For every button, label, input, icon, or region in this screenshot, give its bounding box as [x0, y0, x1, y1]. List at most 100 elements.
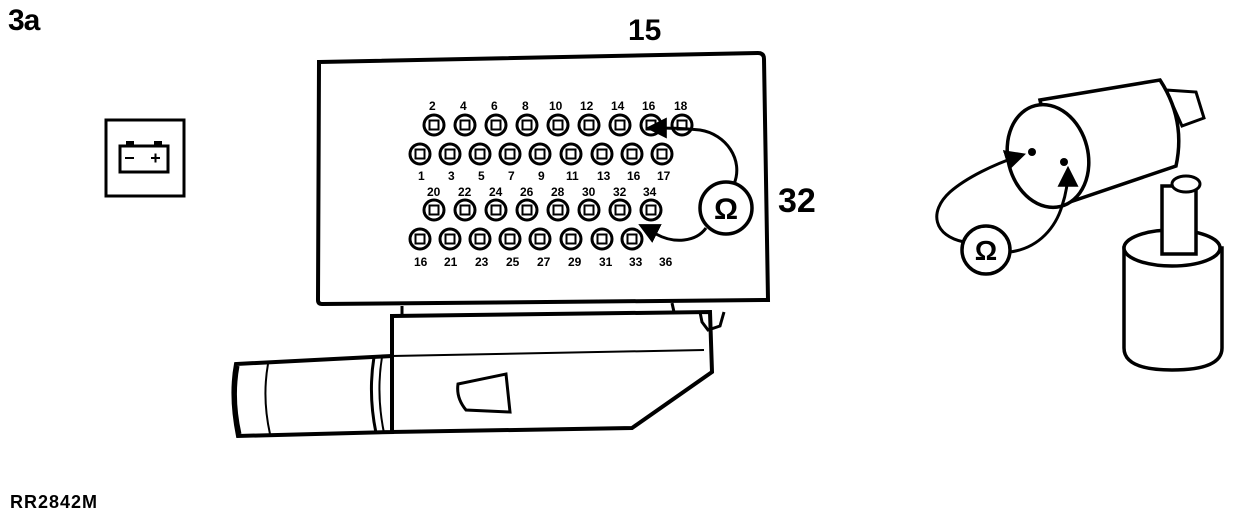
pin-label: 34	[643, 185, 657, 199]
pin-socket	[577, 113, 601, 137]
pin-label: 1	[418, 169, 425, 183]
pin-socket	[590, 227, 614, 251]
connector-pins	[408, 113, 694, 251]
pin-socket	[422, 113, 446, 137]
pin-contact	[414, 233, 426, 245]
pin-socket	[468, 227, 492, 251]
pin-contact	[626, 148, 638, 160]
sensor-lead-right	[1009, 165, 1079, 254]
pin-label: 20	[427, 185, 441, 199]
ohmmeter-icon-2	[960, 224, 1012, 276]
pin-label: 21	[444, 255, 458, 269]
pin-socket	[498, 227, 522, 251]
pin-socket	[590, 142, 614, 166]
pin-contact	[534, 148, 546, 160]
pin-socket	[438, 227, 462, 251]
battery-icon	[104, 118, 186, 198]
pin-label: 16	[627, 169, 641, 183]
pin-socket	[620, 142, 644, 166]
pin-socket	[608, 198, 632, 222]
pin-contact	[459, 119, 471, 131]
pin-contact	[521, 204, 533, 216]
pin-contact	[504, 233, 516, 245]
test-lead-lower	[638, 224, 708, 243]
pin-contact	[474, 233, 486, 245]
pin-contact	[596, 148, 608, 160]
pin-contact	[596, 233, 608, 245]
component-number: 15	[628, 14, 662, 47]
ohmmeter-icon	[698, 180, 754, 236]
pin-label: 16	[642, 99, 656, 113]
pin-socket	[528, 142, 552, 166]
pin-socket	[650, 142, 674, 166]
pin-contact	[583, 119, 595, 131]
pin-socket	[639, 113, 663, 137]
pin-contact	[565, 148, 577, 160]
pin-contact	[614, 119, 626, 131]
pin-label: 36	[659, 255, 673, 269]
pin-contact	[521, 119, 533, 131]
connector-plug-icon	[1122, 174, 1224, 372]
pin-socket	[515, 198, 539, 222]
pin-contact	[428, 204, 440, 216]
pin-socket	[528, 227, 552, 251]
pin-socket	[498, 142, 522, 166]
pin-label: 3	[448, 169, 455, 183]
pin-label: 17	[657, 169, 671, 183]
pin-label: 30	[582, 185, 596, 199]
pin-label: 29	[568, 255, 582, 269]
figure-label: 3a	[8, 4, 40, 37]
pin-socket	[559, 227, 583, 251]
pin-socket	[408, 227, 432, 251]
pin-contact	[474, 148, 486, 160]
pin-socket	[453, 198, 477, 222]
pin-contact	[583, 204, 595, 216]
pin-label: 7	[508, 169, 515, 183]
pin-contact	[626, 233, 638, 245]
pin-label: 2	[429, 99, 436, 113]
pin-label: 33	[629, 255, 643, 269]
pin-socket	[422, 198, 446, 222]
pin-label: 5	[478, 169, 485, 183]
pin-contact	[614, 204, 626, 216]
pin-contact	[490, 204, 502, 216]
pin-socket	[546, 198, 570, 222]
ohm-symbol-2: Ω	[975, 235, 997, 266]
pin-socket	[453, 113, 477, 137]
pin-label: 32	[613, 185, 627, 199]
pin-socket	[639, 198, 663, 222]
pin-label: 26	[520, 185, 534, 199]
pin-label: 18	[674, 99, 688, 113]
pin-contact	[459, 204, 471, 216]
pin-contact	[565, 233, 577, 245]
pin-label: 6	[491, 99, 498, 113]
pin-socket	[608, 113, 632, 137]
ohm-symbol: Ω	[714, 193, 738, 226]
pin-contact	[552, 204, 564, 216]
pin-contact	[552, 119, 564, 131]
pin-contact	[645, 204, 657, 216]
pin-contact	[444, 233, 456, 245]
pin-label: 13	[597, 169, 611, 183]
reference-code: RR2842M	[10, 492, 99, 512]
pin-contact	[490, 119, 502, 131]
pin-socket	[577, 198, 601, 222]
pin-label: 25	[506, 255, 520, 269]
pin-label: 10	[549, 99, 563, 113]
test-lead-upper	[645, 117, 739, 185]
pin-label: 16	[414, 255, 428, 269]
pin-socket	[484, 113, 508, 137]
pin-label: 23	[475, 255, 489, 269]
pin-label: 27	[537, 255, 551, 269]
pin-contact	[444, 148, 456, 160]
pin-socket	[670, 113, 694, 137]
pin-label: 31	[599, 255, 613, 269]
pin-label: 8	[522, 99, 529, 113]
pin-socket	[484, 198, 508, 222]
pin-socket	[408, 142, 432, 166]
pin-socket	[515, 113, 539, 137]
pin-label: 28	[551, 185, 565, 199]
pin-callout: 32	[778, 182, 816, 220]
pin-label: 22	[458, 185, 472, 199]
